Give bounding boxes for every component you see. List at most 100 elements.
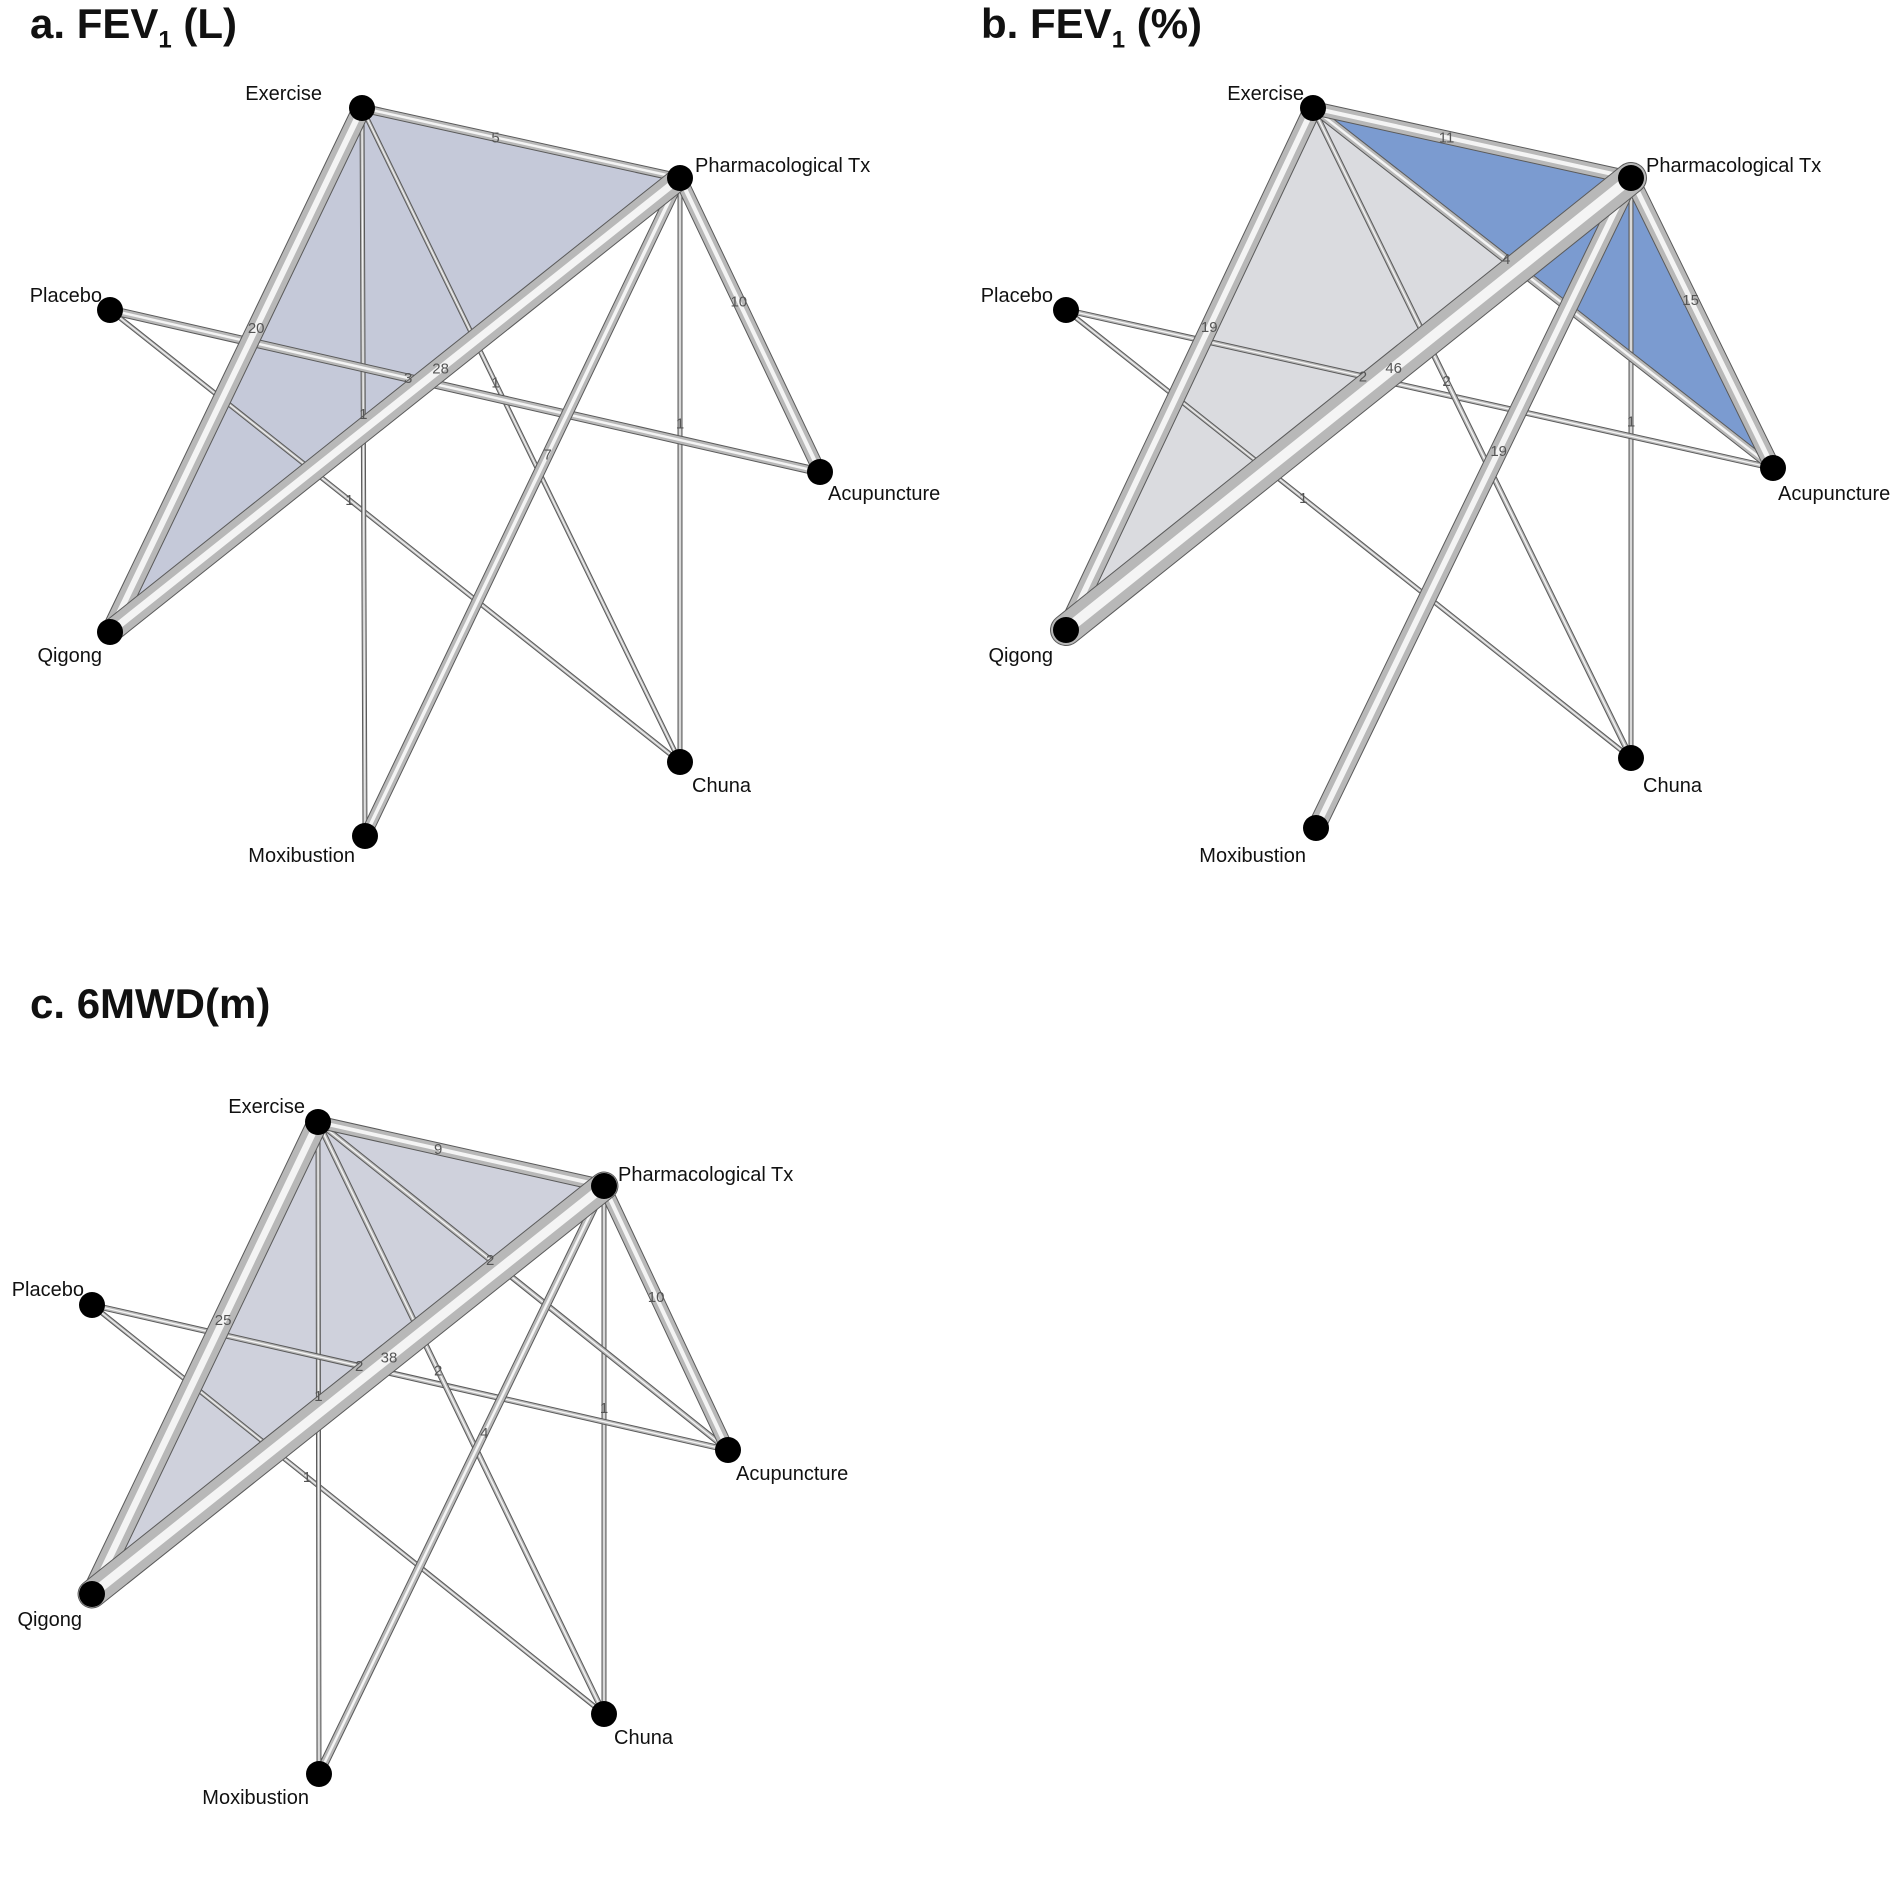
node-pharmacological-tx	[667, 165, 693, 191]
node-qigong	[97, 619, 123, 645]
edge-exercise-acupuncture	[315, 1119, 731, 1453]
node-label-qigong: Qigong	[989, 645, 1054, 667]
edge-exercise-moxibustion	[359, 105, 368, 839]
node-placebo	[79, 1292, 105, 1318]
node-label-chuna: Chuna	[692, 775, 752, 797]
edge-count-label: 28	[432, 361, 449, 378]
edge-count-label: 1	[314, 1388, 322, 1405]
node-label-placebo: Placebo	[12, 1279, 84, 1301]
panel-title: b. FEV1 (%)	[981, 0, 1203, 54]
edge-placebo-acupuncture	[89, 1302, 731, 1453]
edge-pharmacological-tx-acupuncture	[1622, 169, 1782, 477]
edge-exercise-qigong	[1056, 98, 1323, 640]
node-label-pharmacological-tx: Pharmacological Tx	[618, 1164, 793, 1186]
edge-count-label: 11	[1439, 129, 1455, 146]
node-chuna	[1618, 745, 1644, 771]
edge-count-label: 2	[1442, 373, 1450, 390]
node-label-qigong: Qigong	[38, 645, 103, 667]
edge-count-label: 5	[491, 129, 499, 146]
edge-pharmacological-tx-acupuncture	[597, 1179, 735, 1457]
edge-count-label: 2	[1359, 368, 1367, 385]
edge-exercise-pharmacological-tx	[1305, 100, 1639, 186]
edge-count-label: 2	[355, 1358, 363, 1375]
node-label-pharmacological-tx: Pharmacological Tx	[695, 155, 870, 177]
node-label-acupuncture: Acupuncture	[736, 1463, 848, 1485]
edge-count-label: 9	[434, 1141, 442, 1158]
edge-exercise-chuna	[315, 1119, 607, 1717]
node-label-acupuncture: Acupuncture	[828, 483, 940, 505]
edge-pharmacological-tx-qigong	[98, 166, 692, 644]
panel-title: a. FEV1 (L)	[30, 0, 238, 54]
edge-placebo-chuna	[107, 307, 683, 765]
node-exercise	[1300, 95, 1326, 121]
node-label-moxibustion: Moxibustion	[1199, 845, 1306, 867]
edge-count-label: 7	[544, 446, 552, 463]
node-label-pharmacological-tx: Pharmacological Tx	[1646, 155, 1821, 177]
edge-count-label: 46	[1385, 360, 1402, 377]
node-label-exercise: Exercise	[1227, 83, 1304, 105]
edge-placebo-acupuncture	[105, 305, 825, 477]
edge-count-label: 38	[381, 1349, 398, 1366]
node-qigong	[79, 1581, 105, 1607]
edge-exercise-moxibustion	[315, 1119, 322, 1777]
edge-exercise-qigong	[81, 1111, 329, 1605]
node-moxibustion	[352, 823, 378, 849]
edge-count-label: 2	[486, 1252, 494, 1269]
shaded-loop-triangle	[110, 108, 680, 632]
node-placebo	[97, 297, 123, 323]
node-chuna	[667, 749, 693, 775]
edge-pharmacological-tx-moxibustion	[359, 172, 686, 842]
edge-exercise-pharmacological-tx	[357, 103, 685, 183]
edge-pharmacological-tx-qigong	[77, 1171, 619, 1609]
node-pharmacological-tx	[591, 1173, 617, 1199]
node-acupuncture	[807, 459, 833, 485]
edge-count-label: 20	[248, 320, 265, 337]
node-label-moxibustion: Moxibustion	[202, 1787, 309, 1809]
edge-count-label: 19	[1201, 319, 1218, 336]
edge-pharmacological-tx-acupuncture	[673, 171, 827, 479]
edge-count-label: 10	[648, 1289, 665, 1306]
edge-count-label: 1	[1627, 414, 1635, 431]
node-qigong	[1053, 617, 1079, 643]
edge-pharmacological-tx-moxibustion	[314, 1181, 609, 1779]
node-label-qigong: Qigong	[18, 1609, 83, 1631]
edge-count-label: 10	[730, 293, 747, 310]
panel-title: c. 6MWD(m)	[30, 980, 271, 1027]
edge-placebo-chuna	[89, 1302, 607, 1717]
node-label-chuna: Chuna	[614, 1727, 674, 1749]
node-acupuncture	[715, 1437, 741, 1463]
node-exercise	[349, 95, 375, 121]
node-placebo	[1053, 297, 1079, 323]
edge-count-label: 1	[1299, 490, 1307, 507]
node-label-moxibustion: Moxibustion	[248, 845, 355, 867]
node-moxibustion	[306, 1761, 332, 1787]
edge-pharmacological-tx-moxibustion	[1306, 168, 1641, 838]
edge-count-label: 19	[1490, 443, 1507, 460]
node-label-acupuncture: Acupuncture	[1778, 483, 1890, 505]
edge-exercise-chuna	[1310, 105, 1634, 761]
node-label-chuna: Chuna	[1643, 775, 1703, 797]
edge-count-label: 3	[404, 370, 412, 387]
edge-exercise-qigong	[100, 98, 372, 642]
edge-exercise-acupuncture	[1308, 103, 1778, 473]
node-pharmacological-tx	[1618, 165, 1644, 191]
node-label-placebo: Placebo	[981, 285, 1053, 307]
edge-count-label: 4	[480, 1425, 488, 1442]
node-exercise	[305, 1109, 331, 1135]
edge-placebo-chuna	[1063, 307, 1634, 761]
edge-count-label: 15	[1682, 292, 1699, 309]
node-label-exercise: Exercise	[245, 83, 322, 105]
edge-exercise-chuna	[359, 105, 683, 765]
edge-count-label: 1	[600, 1400, 608, 1417]
node-label-exercise: Exercise	[228, 1096, 305, 1118]
edge-exercise-pharmacological-tx	[311, 1115, 611, 1193]
node-moxibustion	[1303, 815, 1329, 841]
edge-count-label: 4	[1502, 251, 1510, 268]
node-acupuncture	[1760, 455, 1786, 481]
